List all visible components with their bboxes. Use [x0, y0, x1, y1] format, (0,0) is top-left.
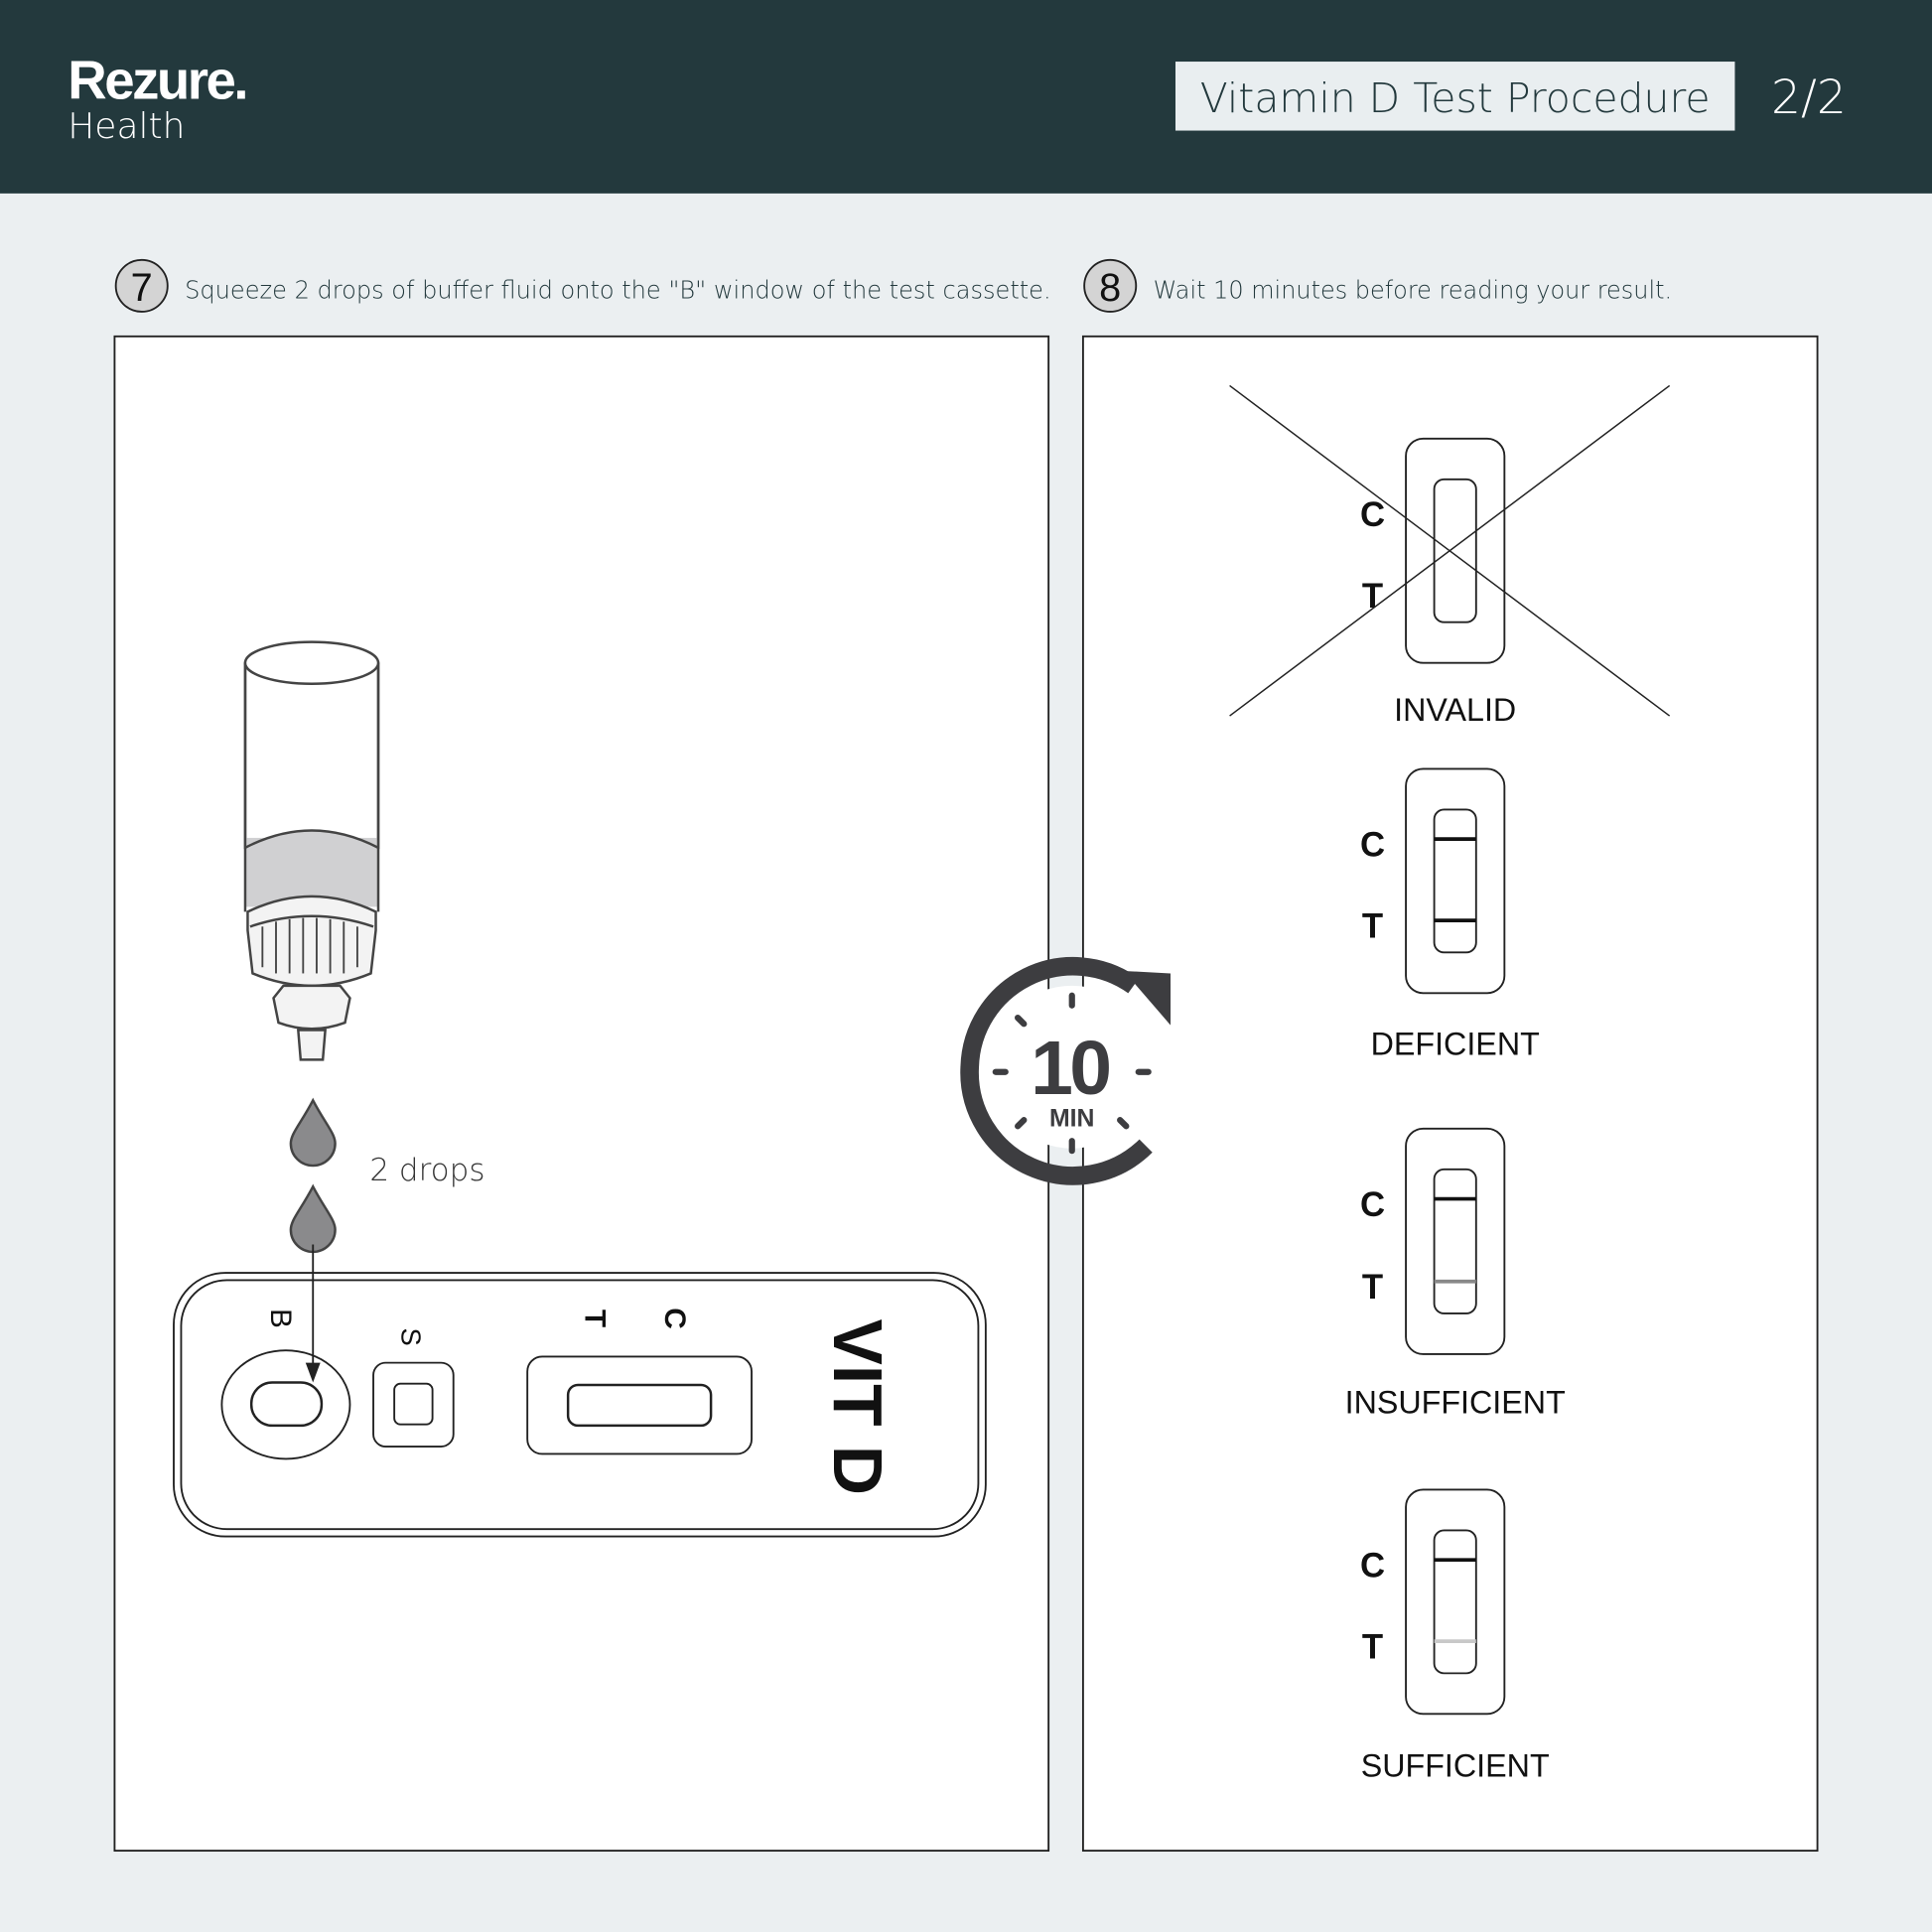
title-box	[1174, 62, 1735, 131]
step-text: Wait 10 minutes before reading your resu…	[1154, 275, 1672, 304]
test-label: T	[1362, 1269, 1383, 1307]
step-8-heading: 8 Wait 10 minutes before reading your re…	[1083, 258, 1672, 313]
drops-label: 2 drops	[369, 1153, 484, 1188]
step-7-panel	[113, 335, 1050, 1853]
result-insufficient: C T INSUFFICIENT	[1345, 1127, 1566, 1421]
brand-subtitle: Health	[68, 106, 185, 147]
test-label: T	[1362, 1628, 1383, 1666]
test-label: T	[1362, 578, 1383, 616]
step-number: 8	[1099, 266, 1121, 310]
test-line-label: T	[579, 1310, 612, 1327]
result-label: DEFICIENT	[1371, 1026, 1540, 1061]
sample-well-b	[220, 1349, 351, 1460]
header: Rezure. Health Vitamin D Test Procedure …	[0, 0, 1932, 194]
sample-well-s	[372, 1361, 455, 1448]
result-label: INSUFFICIENT	[1345, 1385, 1566, 1421]
well-s-label: S	[396, 1327, 427, 1345]
result-label: INVALID	[1394, 692, 1516, 728]
arrow-icon	[305, 1244, 321, 1383]
step-number: 7	[131, 266, 153, 310]
page-title: Vitamin D Test Procedure	[1200, 74, 1711, 122]
control-line-label: C	[658, 1308, 691, 1329]
control-label: C	[1360, 1548, 1385, 1586]
cassette-name: VIT D	[819, 1318, 897, 1495]
control-label: C	[1360, 1186, 1385, 1224]
buffer-bottle-icon	[243, 640, 380, 1061]
result-sufficient: C T SUFFICIENT	[1360, 1488, 1550, 1784]
control-label: C	[1360, 827, 1385, 865]
timer-icon: 10 MIN	[960, 956, 1172, 1185]
step-number-badge	[1083, 258, 1138, 313]
control-label: C	[1360, 496, 1385, 534]
step-number-badge	[114, 258, 169, 313]
well-b-label: B	[264, 1309, 297, 1328]
page-number: 2/2	[1771, 70, 1847, 125]
timer-value: 10	[1031, 1026, 1109, 1111]
step-7-heading: 7 Squeeze 2 drops of buffer fluid onto t…	[114, 258, 1051, 313]
result-deficient: C T DEFICIENT	[1360, 767, 1540, 1061]
step-text: Squeeze 2 drops of buffer fluid onto the…	[185, 275, 1050, 304]
brand-logo: Rezure.	[68, 50, 246, 110]
test-cassette	[173, 1272, 987, 1538]
result-invalid: C T INVALID	[1229, 384, 1671, 728]
result-label: SUFFICIENT	[1361, 1748, 1550, 1784]
result-window	[526, 1355, 753, 1455]
timer-unit: MIN	[1049, 1105, 1094, 1132]
test-label: T	[1362, 907, 1383, 945]
